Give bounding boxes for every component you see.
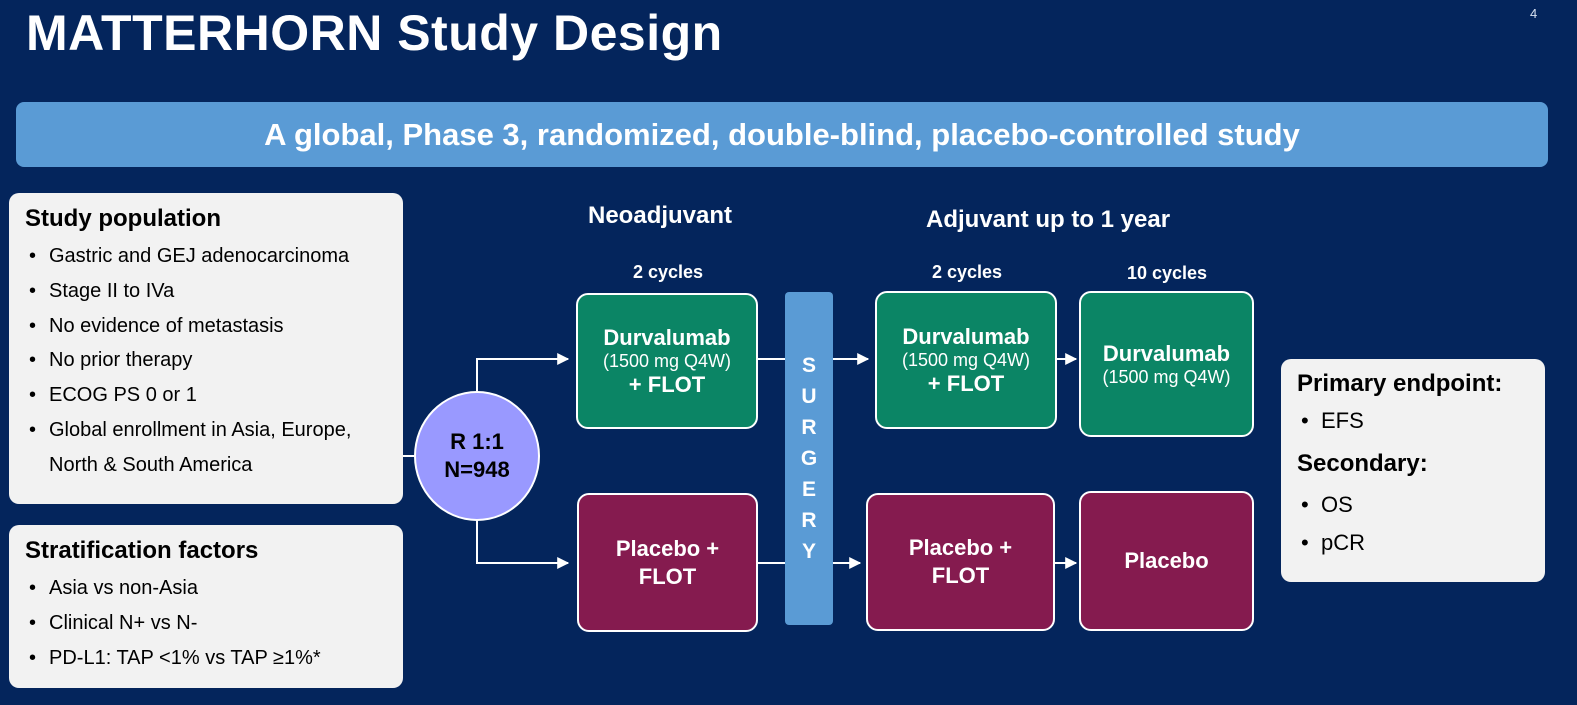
connector-rand-to-placebo <box>476 521 570 569</box>
drug-name: Durvalumab <box>1102 340 1231 366</box>
population-item: •No evidence of metastasis <box>29 314 284 337</box>
surgery-letter: R <box>801 416 817 439</box>
primary-endpoint-item: •EFS <box>1301 408 1364 433</box>
placebo-line1: Placebo + <box>615 535 720 561</box>
randomization-ratio: R 1:1 <box>450 429 504 454</box>
stratification-item: •PD-L1: TAP <1% vs TAP ≥1%* <box>29 646 321 669</box>
stratification-panel: Stratification factors •Asia vs non-Asia… <box>9 525 403 688</box>
stratification-item: •Asia vs non-Asia <box>29 577 198 599</box>
secondary-endpoint-item: •pCR <box>1301 530 1366 555</box>
cycle-label-neo: 2 cycles <box>632 262 704 282</box>
stratification-item: •Clinical N+ vs N- <box>29 611 198 634</box>
durvalumab-adjuvant-flot-box: Durvalumab (1500 mg Q4W) + FLOT <box>875 291 1057 429</box>
population-item: •No prior therapy <box>29 349 193 372</box>
primary-endpoint-heading: Primary endpoint: <box>1297 370 1503 397</box>
page-number: 4 <box>1530 6 1538 21</box>
surgery-bar: S U R G E R Y <box>785 292 833 625</box>
placebo-line2: FLOT <box>931 563 990 588</box>
combo-regimen: + FLOT <box>927 370 1005 396</box>
secondary-endpoint-heading: Secondary: <box>1297 450 1428 477</box>
surgery-letter: G <box>800 447 818 470</box>
placebo-line1: Placebo <box>1124 548 1209 573</box>
study-type-banner: A global, Phase 3, randomized, double-bl… <box>16 102 1548 167</box>
placebo-adjuvant-flot-box: Placebo + FLOT <box>866 493 1055 631</box>
drug-dose: (1500 mg Q4W) <box>602 350 732 371</box>
phase-label-neoadjuvant: Neoadjuvant <box>588 202 733 229</box>
drug-dose: (1500 mg Q4W) <box>901 349 1031 370</box>
banner-text: A global, Phase 3, randomized, double-bl… <box>264 116 1300 152</box>
combo-regimen: + FLOT <box>628 371 706 397</box>
durvalumab-neoadjuvant-box: Durvalumab (1500 mg Q4W) + FLOT <box>576 293 758 429</box>
placebo-neoadjuvant-box: Placebo + FLOT <box>577 493 758 632</box>
surgery-letter: Y <box>801 540 816 563</box>
cycle-label-adj1: 2 cycles <box>931 262 1003 282</box>
drug-name: Durvalumab <box>902 323 1030 349</box>
stratification-heading: Stratification factors <box>25 537 259 564</box>
study-population-panel: Study population •Gastric and GEJ adenoc… <box>9 193 403 504</box>
surgery-letter: R <box>801 509 817 532</box>
durvalumab-adjuvant-mono-box: Durvalumab (1500 mg Q4W) <box>1079 291 1254 437</box>
study-population-heading: Study population <box>25 205 221 232</box>
drug-name: Durvalumab <box>603 324 731 350</box>
drug-dose: (1500 mg Q4W) <box>1102 366 1231 387</box>
surgery-letter: E <box>801 478 816 501</box>
phase-label-adjuvant: Adjuvant up to 1 year <box>926 206 1171 233</box>
placebo-line2: FLOT <box>638 563 697 589</box>
randomization-n: N=948 <box>444 457 510 482</box>
population-item: •ECOG PS 0 or 1 <box>29 384 197 407</box>
population-item: •Gastric and GEJ adenocarcinoma <box>29 245 350 267</box>
population-item: •Global enrollment in Asia, Europe, Nort… <box>29 418 352 476</box>
placebo-line1: Placebo + <box>908 535 1013 560</box>
page-title: MATTERHORN Study Design <box>26 5 723 61</box>
surgery-letter: U <box>801 385 817 408</box>
population-item: •Stage II to IVa <box>29 279 175 302</box>
connector-rand-to-durva <box>476 353 570 391</box>
placebo-adjuvant-mono-box: Placebo <box>1079 491 1254 631</box>
cycle-label-adj2: 10 cycles <box>1126 263 1208 283</box>
surgery-letter: S <box>801 354 816 377</box>
endpoints-panel: Primary endpoint: •EFS Secondary: •OS •p… <box>1281 359 1545 582</box>
randomization-node: R 1:1 N=948 <box>414 391 540 521</box>
secondary-endpoint-item: •OS <box>1301 492 1353 517</box>
